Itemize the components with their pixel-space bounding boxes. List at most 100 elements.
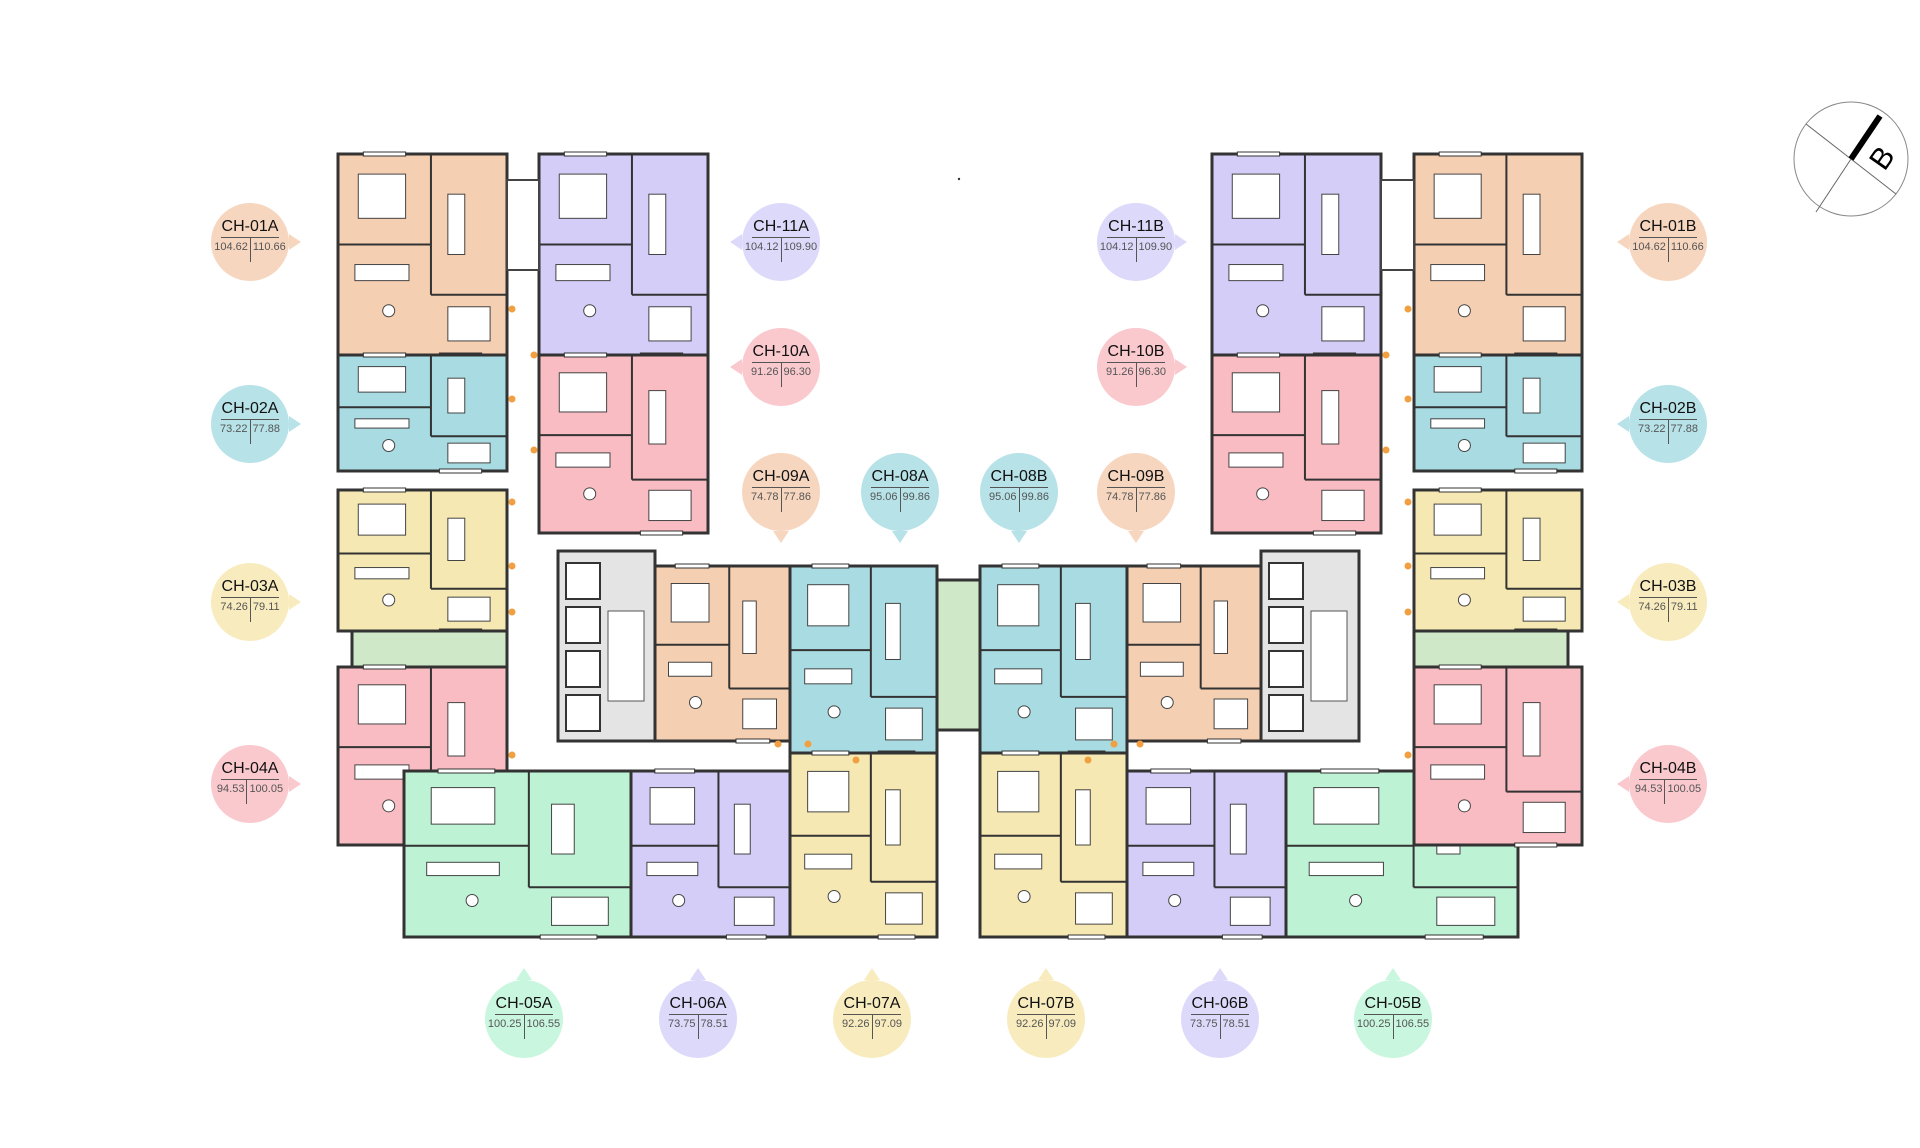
corridor-light-dot <box>1404 395 1412 403</box>
window <box>1424 934 1484 940</box>
area-b: 100.05 <box>249 783 284 795</box>
elevator <box>565 694 601 732</box>
window <box>811 563 850 569</box>
area-b: 77.88 <box>1670 423 1699 435</box>
window <box>654 768 696 774</box>
chair-icon <box>465 893 479 907</box>
unit-code: CH-02A <box>220 400 280 420</box>
area-a: 74.26 <box>218 598 251 622</box>
area-b: 79.11 <box>252 601 280 613</box>
dining-table-icon <box>1522 193 1541 255</box>
dining-table-icon <box>1075 602 1091 661</box>
window <box>362 664 407 670</box>
unit-code: CH-05A <box>494 995 554 1015</box>
unit-code: CH-06B <box>1190 995 1250 1015</box>
area-a: 91.26 <box>749 363 782 387</box>
sofa-icon <box>555 452 611 468</box>
corridor-light-dot <box>804 740 812 748</box>
area-b: 106.55 <box>526 1018 561 1030</box>
dining-table-icon <box>1229 803 1247 855</box>
chair-icon <box>1256 304 1270 318</box>
window <box>1236 352 1281 358</box>
bed-icon <box>648 306 692 342</box>
bed-icon <box>648 489 692 522</box>
window <box>725 934 767 940</box>
bed-icon <box>1075 892 1113 925</box>
dining-table-icon <box>1522 702 1541 757</box>
bed-icon <box>1313 787 1380 825</box>
sofa-icon <box>994 853 1043 870</box>
window <box>563 151 608 157</box>
area-a: 94.53 <box>1633 780 1666 804</box>
unit-code: CH-11B <box>1107 218 1165 238</box>
area-b: 97.09 <box>1048 1018 1077 1030</box>
area-a: 91.26 <box>1104 363 1137 387</box>
corridor-light-dot <box>1404 498 1412 506</box>
sofa-icon <box>804 853 853 870</box>
dining-table-icon <box>447 517 466 562</box>
chair-icon <box>827 890 841 904</box>
dining-table-icon <box>648 390 667 445</box>
unit-code: CH-04A <box>220 760 280 780</box>
sofa-icon <box>1139 661 1184 677</box>
corridor-light-dot <box>530 446 538 454</box>
window <box>1438 664 1482 670</box>
elevator <box>565 650 601 688</box>
corridor-light-dot <box>1382 351 1390 359</box>
sofa-icon <box>1430 264 1486 282</box>
bed-icon <box>1321 489 1365 522</box>
corridor-light-dot <box>508 751 516 759</box>
corridor-light-dot <box>1404 751 1412 759</box>
bed-icon <box>1522 596 1566 622</box>
dining-table-icon <box>1321 390 1340 445</box>
area-b: 99.86 <box>902 491 931 503</box>
dining-table-icon <box>885 789 901 846</box>
area-b: 78.51 <box>1222 1018 1251 1030</box>
sofa-icon <box>1430 567 1486 580</box>
area-b: 109.90 <box>783 241 818 253</box>
unit-code: CH-07B <box>1016 995 1076 1015</box>
bed-icon <box>807 584 850 627</box>
sofa-icon <box>354 567 410 580</box>
corridor-light-dot <box>1382 446 1390 454</box>
dining-table-icon <box>1321 193 1340 255</box>
unit-code: CH-07A <box>842 995 902 1015</box>
bed-icon <box>885 707 923 741</box>
sofa-icon <box>1308 861 1384 877</box>
sofa-icon <box>426 861 500 877</box>
elevator <box>565 562 601 600</box>
window <box>1150 768 1192 774</box>
window <box>1514 842 1558 848</box>
bed-icon <box>1229 896 1271 926</box>
unit-code: CH-08A <box>870 468 930 488</box>
sofa-icon <box>668 661 713 677</box>
window <box>362 151 407 157</box>
window <box>362 487 407 493</box>
stairs <box>506 179 540 271</box>
unit-code: CH-03B <box>1638 578 1698 598</box>
dining-table-icon <box>1522 517 1541 562</box>
bed-icon <box>885 892 923 925</box>
